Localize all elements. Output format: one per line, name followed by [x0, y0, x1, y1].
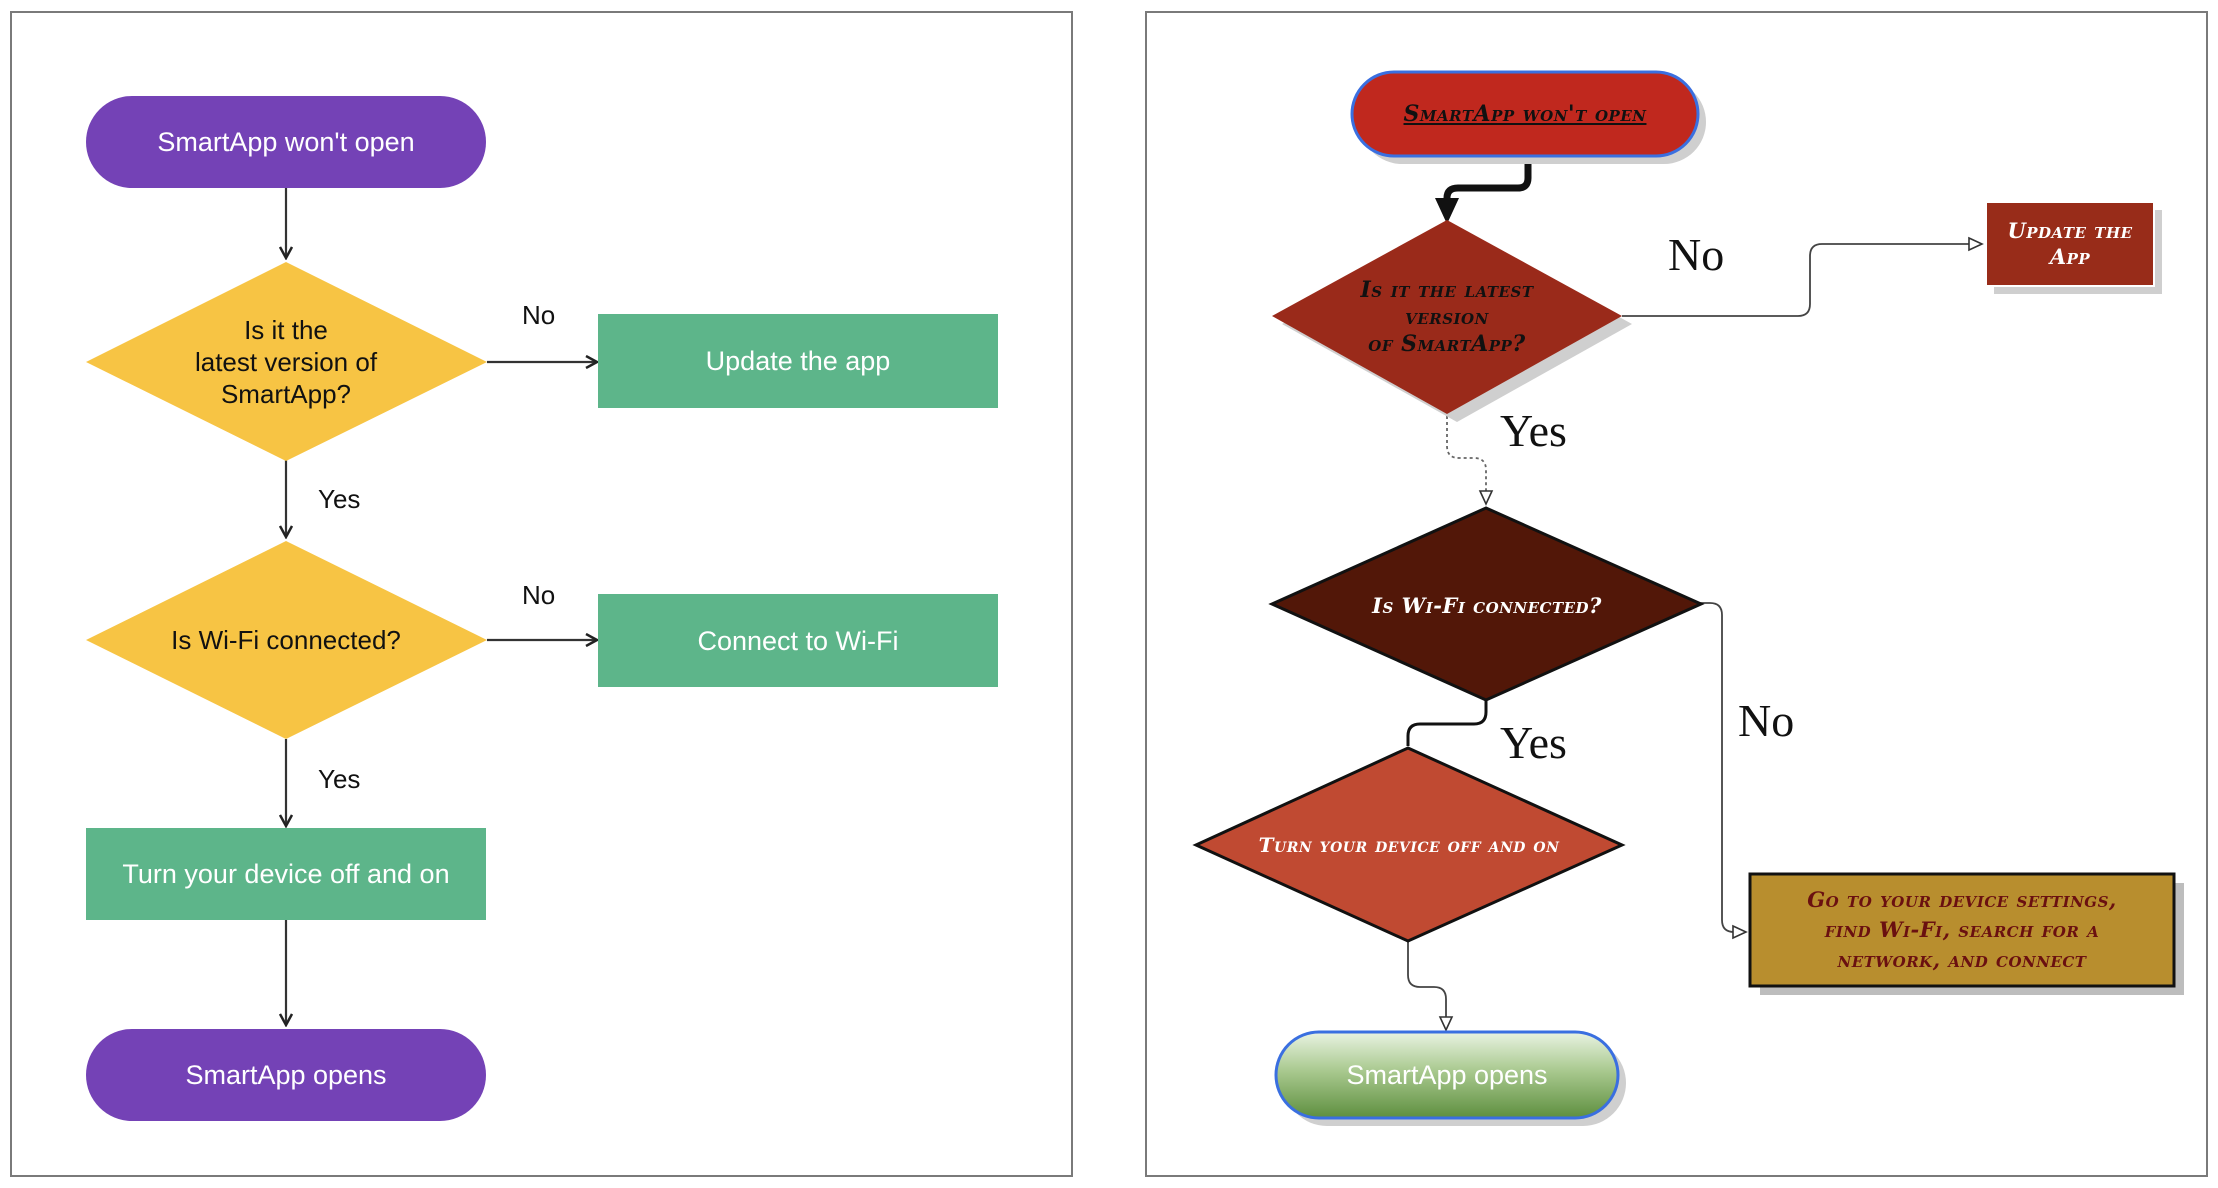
left-update-app-box [598, 314, 998, 408]
right-decision-latest-version [1272, 220, 1622, 414]
left-decision-wifi [86, 541, 487, 739]
right-restart-label: Turn your device off and on [1258, 833, 1560, 857]
right-start-label: SmartApp won't open [1403, 101, 1647, 127]
left-edge-no-1: No [522, 300, 556, 330]
right-end-terminal [1274, 1030, 1620, 1120]
right-edge-no-1: No [1668, 229, 1725, 280]
left-edge-yes-2: Yes [318, 764, 361, 794]
left-start-terminal [86, 96, 486, 188]
left-end-terminal [86, 1029, 486, 1121]
right-edge-no-2: No [1738, 695, 1795, 746]
left-decision-latest-version [86, 262, 487, 461]
left-update-app-label: Update the app [705, 346, 891, 376]
right-decision-wifi [1268, 506, 1705, 702]
right-settings-label: Go to your device settings, find Wi-Fi, … [1807, 887, 2117, 972]
right-settings-box [1748, 872, 2176, 988]
left-restart-label: Turn your device off and on [122, 859, 450, 889]
left-edge-no-2: No [522, 580, 556, 610]
right-decision1-label: Is it the latest version of SmartApp? [1360, 276, 1534, 357]
right-connectors [1406, 158, 1984, 1032]
right-decision2-label: Is Wi-Fi connected? [1372, 592, 1602, 618]
left-connectors [286, 188, 597, 1025]
left-connect-wifi-label: Connect to Wi-Fi [697, 625, 899, 656]
right-end-label: SmartApp opens [1346, 1059, 1548, 1090]
left-end-label: SmartApp opens [185, 1060, 387, 1090]
left-decision1-label: Is it the latest version of SmartApp? [194, 315, 378, 409]
right-edge-yes-2: Yes [1500, 717, 1567, 768]
left-edge-yes-1: Yes [318, 484, 361, 514]
left-restart-device-box [86, 828, 486, 920]
right-start-terminal [1350, 70, 1700, 158]
right-restart-device-diamond [1192, 746, 1626, 943]
left-connect-wifi-box [598, 594, 998, 687]
right-update-app-label: Update the App [2007, 218, 2133, 269]
left-start-label: SmartApp won't open [157, 127, 415, 157]
right-edge-yes-1: Yes [1500, 405, 1567, 456]
right-update-app-box [1985, 201, 2155, 287]
left-decision2-label: Is Wi-Fi connected? [171, 625, 401, 655]
